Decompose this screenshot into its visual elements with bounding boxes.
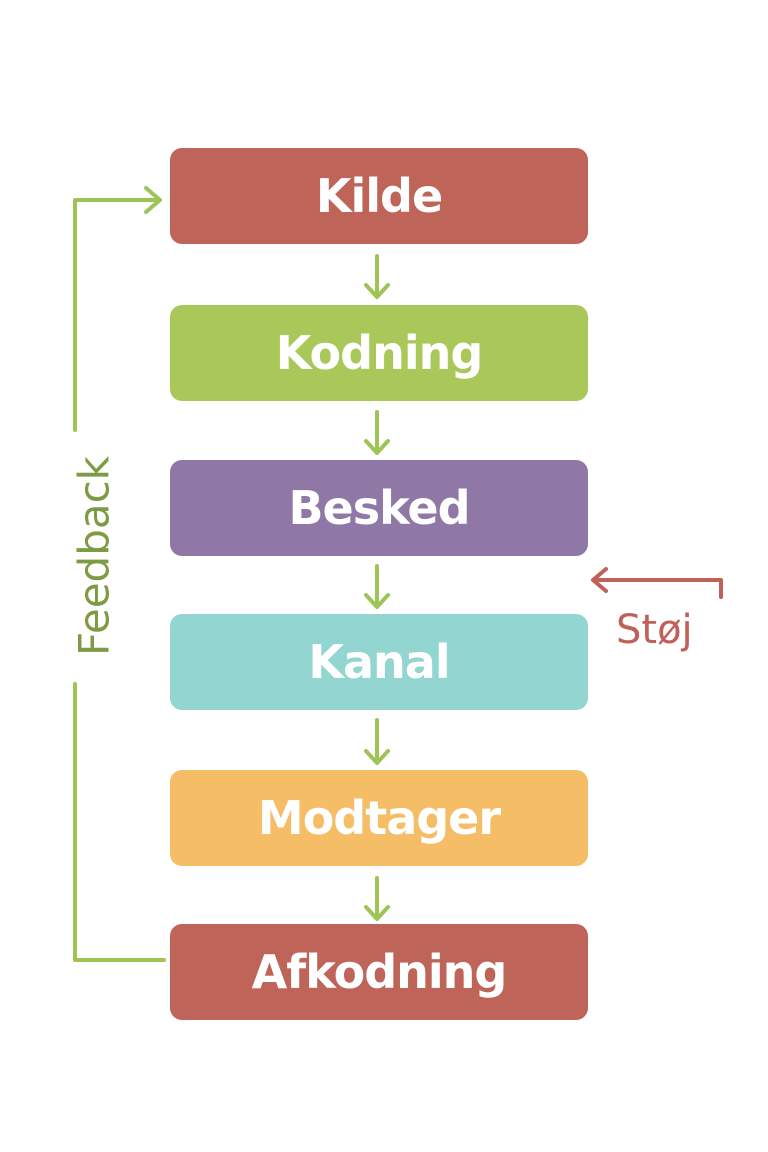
step-label-kilde: Kilde bbox=[315, 169, 443, 223]
step-box-kodning: Kodning bbox=[170, 305, 588, 401]
step-box-afkodning: Afkodning bbox=[170, 924, 588, 1020]
arrow-kodning-to-besked bbox=[364, 410, 390, 455]
step-label-modtager: Modtager bbox=[257, 791, 501, 845]
arrow-kilde-to-kodning bbox=[364, 254, 390, 299]
arrow-besked-to-kanal bbox=[364, 564, 390, 609]
flow-arrows bbox=[364, 254, 390, 921]
step-box-besked: Besked bbox=[170, 460, 588, 556]
noise-label: Støj bbox=[616, 607, 693, 653]
step-label-afkodning: Afkodning bbox=[251, 945, 508, 999]
arrow-modtager-to-afkodning bbox=[364, 876, 390, 921]
step-box-kilde: Kilde bbox=[170, 148, 588, 244]
feedback-arrowhead bbox=[144, 186, 162, 214]
step-label-kodning: Kodning bbox=[275, 326, 484, 380]
step-label-besked: Besked bbox=[288, 481, 470, 535]
feedback-loop bbox=[73, 186, 166, 962]
step-label-kanal: Kanal bbox=[308, 635, 450, 689]
feedback-line-upper bbox=[73, 198, 158, 432]
noise-arrow bbox=[591, 567, 723, 599]
feedback-label: Feedback bbox=[69, 455, 119, 657]
step-box-kanal: Kanal bbox=[170, 614, 588, 710]
step-box-modtager: Modtager bbox=[170, 770, 588, 866]
arrow-kanal-to-modtager bbox=[364, 718, 390, 765]
feedback-line-lower bbox=[73, 682, 166, 962]
